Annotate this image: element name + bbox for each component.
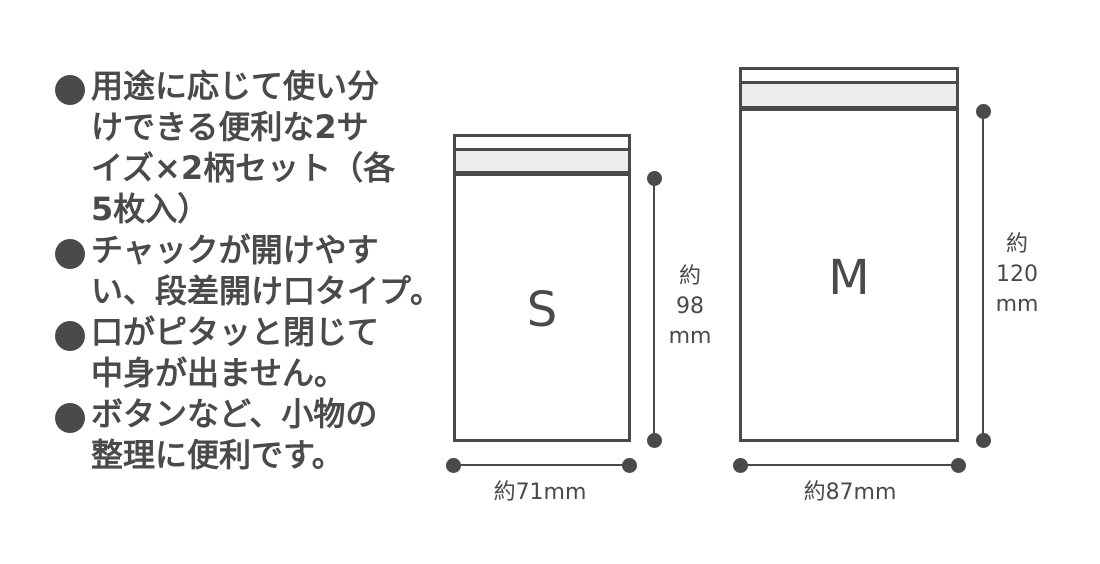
- bullet-icon: [55, 239, 85, 269]
- feature-item: 用途に応じて使い分 けできる便利な2サ イズ×2柄セット（各 5枚入）: [55, 66, 445, 230]
- bag-medium-diagram: M: [739, 67, 959, 442]
- feature-text: チャックが開けやす い、段差開け口タイプ。: [91, 231, 443, 310]
- height-dimension-line: [653, 178, 655, 440]
- dimension-dot: [622, 458, 637, 473]
- width-dimension-line: [453, 464, 629, 466]
- feature-list: 用途に応じて使い分 けできる便利な2サ イズ×2柄セット（各 5枚入） チャック…: [55, 66, 445, 476]
- width-label-m: 約87mm: [803, 480, 897, 505]
- dimension-dot: [951, 458, 966, 473]
- feature-text: 用途に応じて使い分 けできる便利な2サ イズ×2柄セット（各 5枚入）: [91, 67, 396, 228]
- feature-text: ボタンなど、小物の 整理に便利です。: [91, 395, 378, 474]
- zipper-strip: [456, 151, 628, 176]
- bullet-icon: [55, 321, 85, 351]
- dimension-dot: [647, 433, 662, 448]
- feature-item: チャックが開けやす い、段差開け口タイプ。: [55, 230, 445, 312]
- bullet-icon: [55, 403, 85, 433]
- height-label-m: 約 120 mm: [995, 232, 1039, 317]
- size-label-m: M: [828, 250, 870, 306]
- bag-top-edge: [742, 70, 956, 84]
- feature-item: 口がピタッと閉じて 中身が出ません。: [55, 312, 445, 394]
- size-label-s: S: [526, 282, 558, 338]
- bag-small-diagram: S: [453, 134, 631, 442]
- bullet-icon: [55, 75, 85, 105]
- width-dimension-line: [740, 464, 958, 466]
- zipper-strip: [742, 84, 956, 111]
- width-label-s: 約71mm: [493, 480, 587, 505]
- feature-item: ボタンなど、小物の 整理に便利です。: [55, 394, 445, 476]
- feature-text: 口がピタッと閉じて 中身が出ません。: [91, 313, 380, 392]
- height-dimension-line: [982, 111, 984, 440]
- bag-top-edge: [456, 137, 628, 151]
- height-label-s: 約 98 mm: [668, 264, 712, 349]
- dimension-dot: [976, 433, 991, 448]
